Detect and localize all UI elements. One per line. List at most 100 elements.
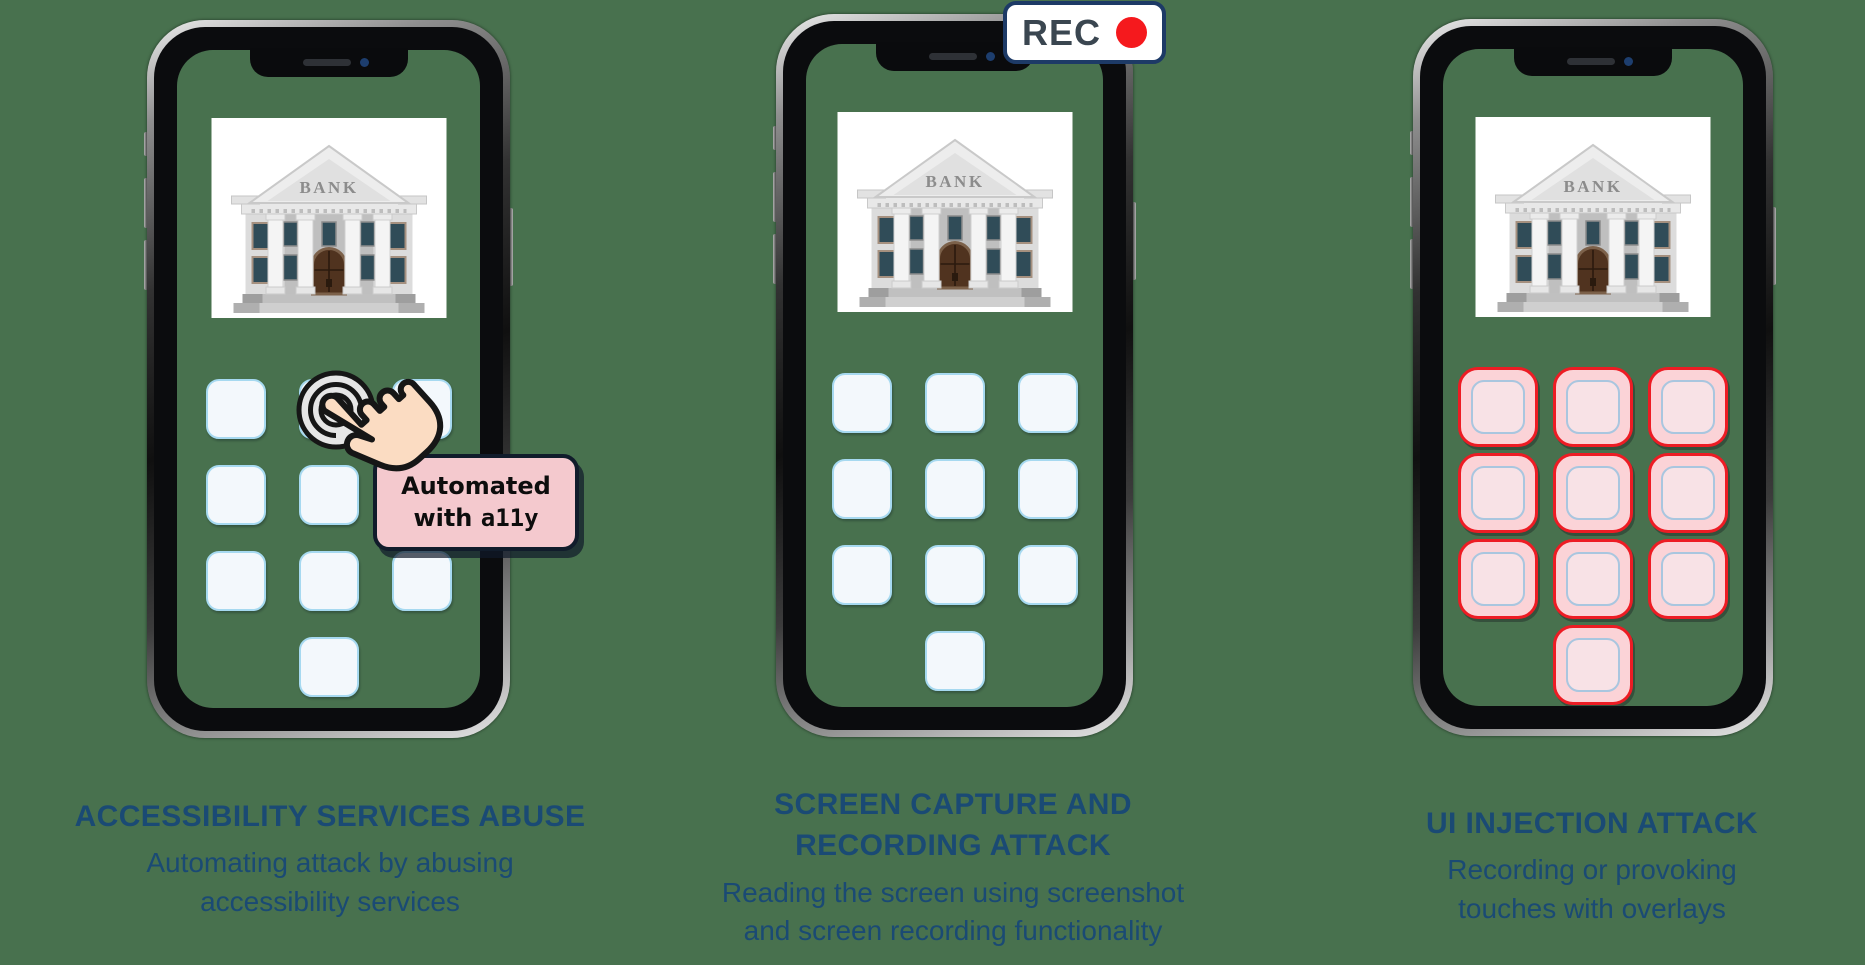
attack-description-line1: Recording or provoking <box>1447 854 1737 886</box>
keypad-key <box>1566 466 1620 520</box>
caption-accessibility-abuse: ACCESSIBILITY SERVICES ABUSE Automating … <box>10 796 650 921</box>
attack-description-line1: Reading the screen using screenshot <box>721 876 1185 908</box>
phone-frame: BANK <box>147 20 579 738</box>
speaker-slot <box>302 59 351 66</box>
attack-title: SCREEN CAPTURE AND <box>774 788 1132 821</box>
keypad-key <box>1661 380 1715 434</box>
a11y-tooltip: Automated with a11y <box>373 454 579 552</box>
overlay-key <box>1648 539 1728 619</box>
tap-gesture-icon <box>296 370 444 472</box>
keypad-key <box>1471 552 1525 606</box>
phone-notch <box>249 48 408 77</box>
keypad-key <box>1566 552 1620 606</box>
bank-sign-text: BANK <box>1563 177 1622 196</box>
pin-keypad <box>831 373 1078 691</box>
bank-app-card: BANK <box>211 118 446 318</box>
keypad-key <box>1017 545 1078 605</box>
bank-sign-text: BANK <box>299 178 358 197</box>
attack-description-line1: Automating attack by abusing <box>146 847 514 879</box>
attack-title: ACCESSIBILITY SERVICES ABUSE <box>74 800 586 833</box>
bank-app-card: BANK <box>1475 117 1711 317</box>
keypad-key <box>924 373 985 433</box>
camera-dot <box>359 58 369 67</box>
keypad-key <box>298 637 359 697</box>
phone-ui-injection: BANK <box>1410 19 1776 736</box>
recording-dot-icon <box>1116 17 1147 48</box>
keypad-key <box>298 551 359 611</box>
overlay-key <box>1458 453 1538 533</box>
keypad-key <box>831 459 892 519</box>
phone-screen: BANK <box>806 42 1103 707</box>
volume-down-button <box>144 240 148 290</box>
keypad-key <box>831 373 892 433</box>
overlay-key <box>1553 539 1633 619</box>
keypad-key <box>1017 373 1078 433</box>
overlay-key <box>1458 367 1538 447</box>
overlay-key <box>1648 453 1728 533</box>
overlay-key <box>1553 453 1633 533</box>
phone-notch <box>1514 47 1672 76</box>
mute-switch <box>773 126 777 150</box>
power-button <box>1772 207 1776 285</box>
tooltip-line1: Automated <box>401 472 551 500</box>
keypad-key <box>1661 552 1715 606</box>
speaker-slot <box>928 53 977 60</box>
bank-app-card: BANK <box>837 112 1072 312</box>
power-button <box>1132 202 1136 280</box>
bank-building-illustration: BANK <box>230 144 427 313</box>
phone-frame: BANK <box>1413 19 1773 736</box>
keypad-key <box>391 551 452 611</box>
caption-screen-capture: SCREEN CAPTURE AND RECORDING ATTACK Read… <box>633 784 1273 951</box>
volume-up-button <box>144 178 148 228</box>
phone-bezel: BANK <box>783 21 1126 730</box>
keypad-key <box>831 545 892 605</box>
keypad-key <box>924 459 985 519</box>
phone-screen: BANK <box>177 48 579 708</box>
keypad-key <box>1566 638 1620 692</box>
keypad-key <box>924 545 985 605</box>
attack-title: UI INJECTION ATTACK <box>1425 807 1759 840</box>
pointing-hand-icon <box>319 378 444 472</box>
camera-dot <box>1624 57 1633 66</box>
overlay-key <box>1458 539 1538 619</box>
bank-sign-text: BANK <box>925 172 984 191</box>
speaker-slot <box>1567 58 1615 65</box>
caption-ui-injection: UI INJECTION ATTACK Recording or provoki… <box>1313 803 1865 928</box>
keypad-key <box>205 465 266 525</box>
keypad-key <box>1471 466 1525 520</box>
tooltip-line2-prefix: with <box>413 503 481 532</box>
keypad-key <box>1566 380 1620 434</box>
bank-building-illustration: BANK <box>856 138 1053 307</box>
attack-title-line2: RECORDING ATTACK <box>795 829 1111 863</box>
rec-label: REC <box>1021 11 1101 53</box>
phone-screen: BANK <box>1443 47 1743 706</box>
phone-bezel: BANK <box>1420 26 1766 729</box>
keypad-key <box>1017 459 1078 519</box>
phone-bezel: BANK <box>154 27 579 731</box>
power-button <box>509 208 513 286</box>
mute-switch <box>1410 131 1414 155</box>
keypad-key <box>298 465 359 525</box>
rec-badge: REC <box>1003 1 1166 64</box>
keypad-key <box>1661 466 1715 520</box>
overlay-keypad <box>1458 367 1728 705</box>
phone-screen-capture: BANK <box>773 1 1166 737</box>
overlay-key <box>1553 367 1633 447</box>
keypad-key <box>1471 380 1525 434</box>
attack-description-line2: touches with overlays <box>1458 892 1726 924</box>
keypad-key <box>924 631 985 691</box>
keypad-key <box>205 379 266 439</box>
mute-switch <box>144 132 148 156</box>
attack-description-line2: and screen recording functionality <box>743 915 1163 947</box>
camera-dot <box>985 52 995 61</box>
volume-up-button <box>1410 177 1414 227</box>
attack-description-line2: accessibility services <box>200 885 460 917</box>
overlay-key <box>1553 625 1633 705</box>
bank-building-illustration: BANK <box>1495 143 1691 312</box>
phone-frame: BANK <box>776 14 1133 737</box>
keypad-key <box>205 551 266 611</box>
volume-down-button <box>1410 239 1414 289</box>
volume-up-button <box>773 172 777 222</box>
overlay-key <box>1648 367 1728 447</box>
